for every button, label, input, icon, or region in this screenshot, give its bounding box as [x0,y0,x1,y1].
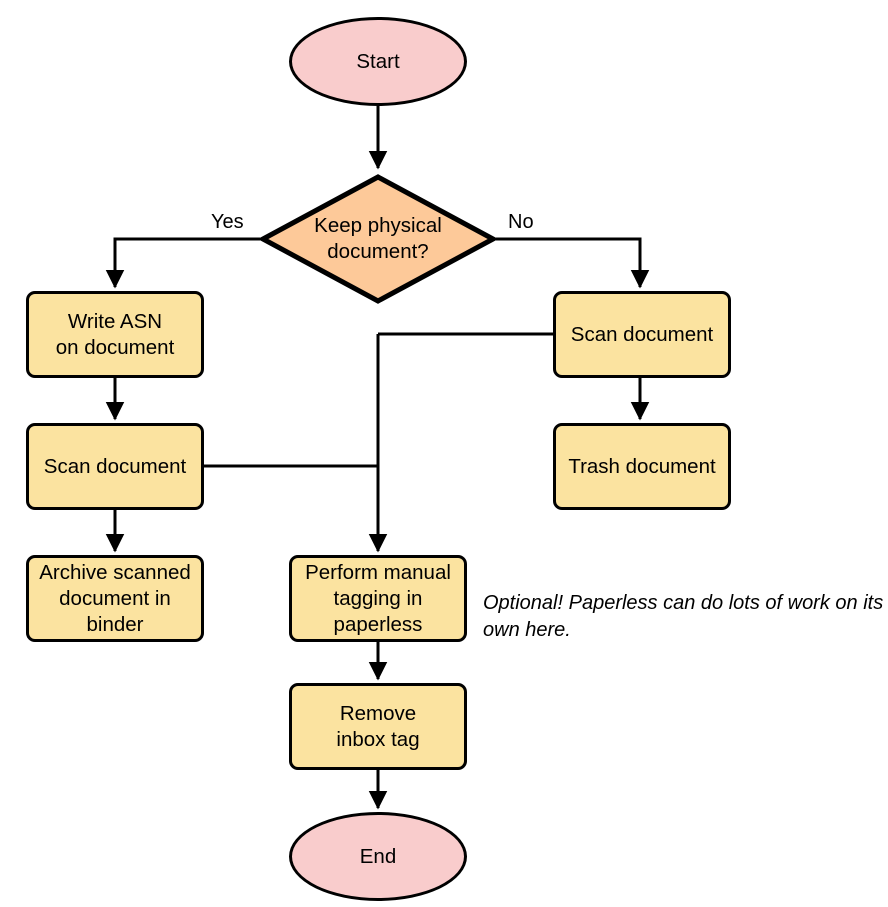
decision-diamond-shape [260,174,496,304]
node-manual-tagging-label: Perform manual tagging in paperless [305,560,451,636]
node-remove-inbox-tag[interactable]: Remove inbox tag [289,683,467,770]
node-archive-scanned-document-in-binder[interactable]: Archive scanned document in binder [26,555,204,642]
node-write-asn-on-document[interactable]: Write ASN on document [26,291,204,378]
node-write-asn-label: Write ASN on document [55,309,175,359]
node-scan-document-left-label: Scan document [43,454,187,478]
node-start[interactable]: Start [289,17,467,106]
node-trash-document-label: Trash document [568,454,716,478]
edge-label-yes: Yes [211,211,244,233]
node-decision-label: Keep physical document? [314,214,442,263]
node-remove-inbox-tag-label: Remove inbox tag [336,701,420,751]
node-scan-document-right-label: Scan document [570,322,714,346]
annotation-optional-note: Optional! Paperless can do lots of work … [483,592,884,641]
node-decision-keep-physical-document[interactable]: Keep physical document? [260,174,496,304]
edge-label-no: No [508,211,534,233]
node-trash-document[interactable]: Trash document [553,423,731,510]
edge-decision-no-to-scan-right [496,237,650,289]
node-start-label: Start [356,49,400,73]
node-archive-binder-label: Archive scanned document in binder [39,560,191,636]
node-scan-document-right[interactable]: Scan document [553,291,731,378]
node-end-label: End [359,844,397,868]
node-end[interactable]: End [289,812,467,901]
edge-decision-yes-to-write-asn [105,237,260,289]
node-scan-document-left[interactable]: Scan document [26,423,204,510]
node-perform-manual-tagging-in-paperless[interactable]: Perform manual tagging in paperless [289,555,467,642]
